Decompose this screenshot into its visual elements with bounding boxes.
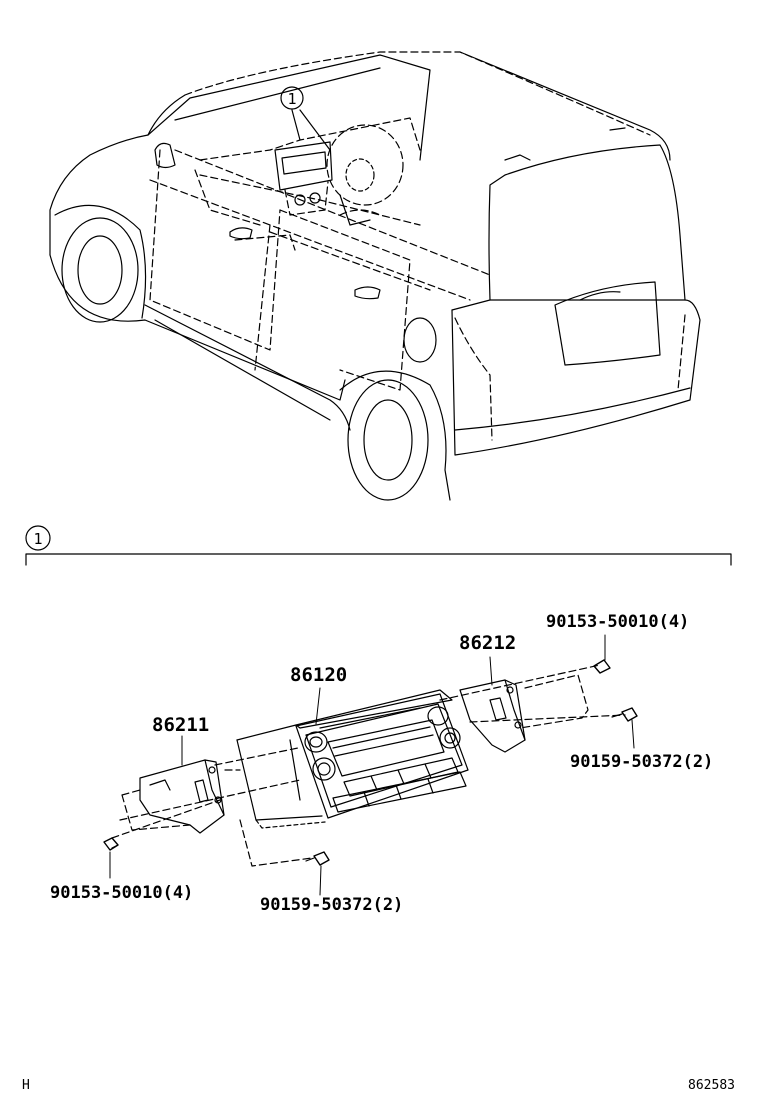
right-bracket-drawing [459, 674, 589, 753]
audio-unit-drawing [236, 689, 469, 829]
left-bracket-drawing [121, 759, 241, 834]
section-bracket [25, 525, 732, 566]
bolt-top-right [593, 659, 611, 674]
vehicle-illustration [49, 51, 701, 501]
callout-number-car: 1 [287, 90, 296, 108]
label-leaders [109, 634, 635, 896]
assembly-lines [111, 664, 626, 867]
callout-balloon-car [280, 86, 304, 110]
part-label-bolt-top-right: 90153-50010(4) [546, 612, 689, 632]
footer-left-code: H [22, 1078, 30, 1093]
section-callout-balloon [25, 525, 51, 551]
screw-bottom [305, 851, 330, 866]
screw-right [611, 707, 638, 722]
bolt-bottom-left [103, 837, 119, 851]
part-label-audio-unit: 86120 [290, 664, 347, 686]
part-label-bracket-right: 86212 [459, 632, 516, 654]
part-label-screw-bottom: 90159-50372(2) [260, 895, 403, 915]
drawing-number: 862583 [688, 1078, 735, 1093]
part-label-bracket-left: 86211 [152, 714, 209, 736]
part-label-screw-right: 90159-50372(2) [570, 752, 713, 772]
part-label-bolt-bottom-left: 90153-50010(4) [50, 883, 193, 903]
section-callout-number: 1 [33, 530, 42, 548]
